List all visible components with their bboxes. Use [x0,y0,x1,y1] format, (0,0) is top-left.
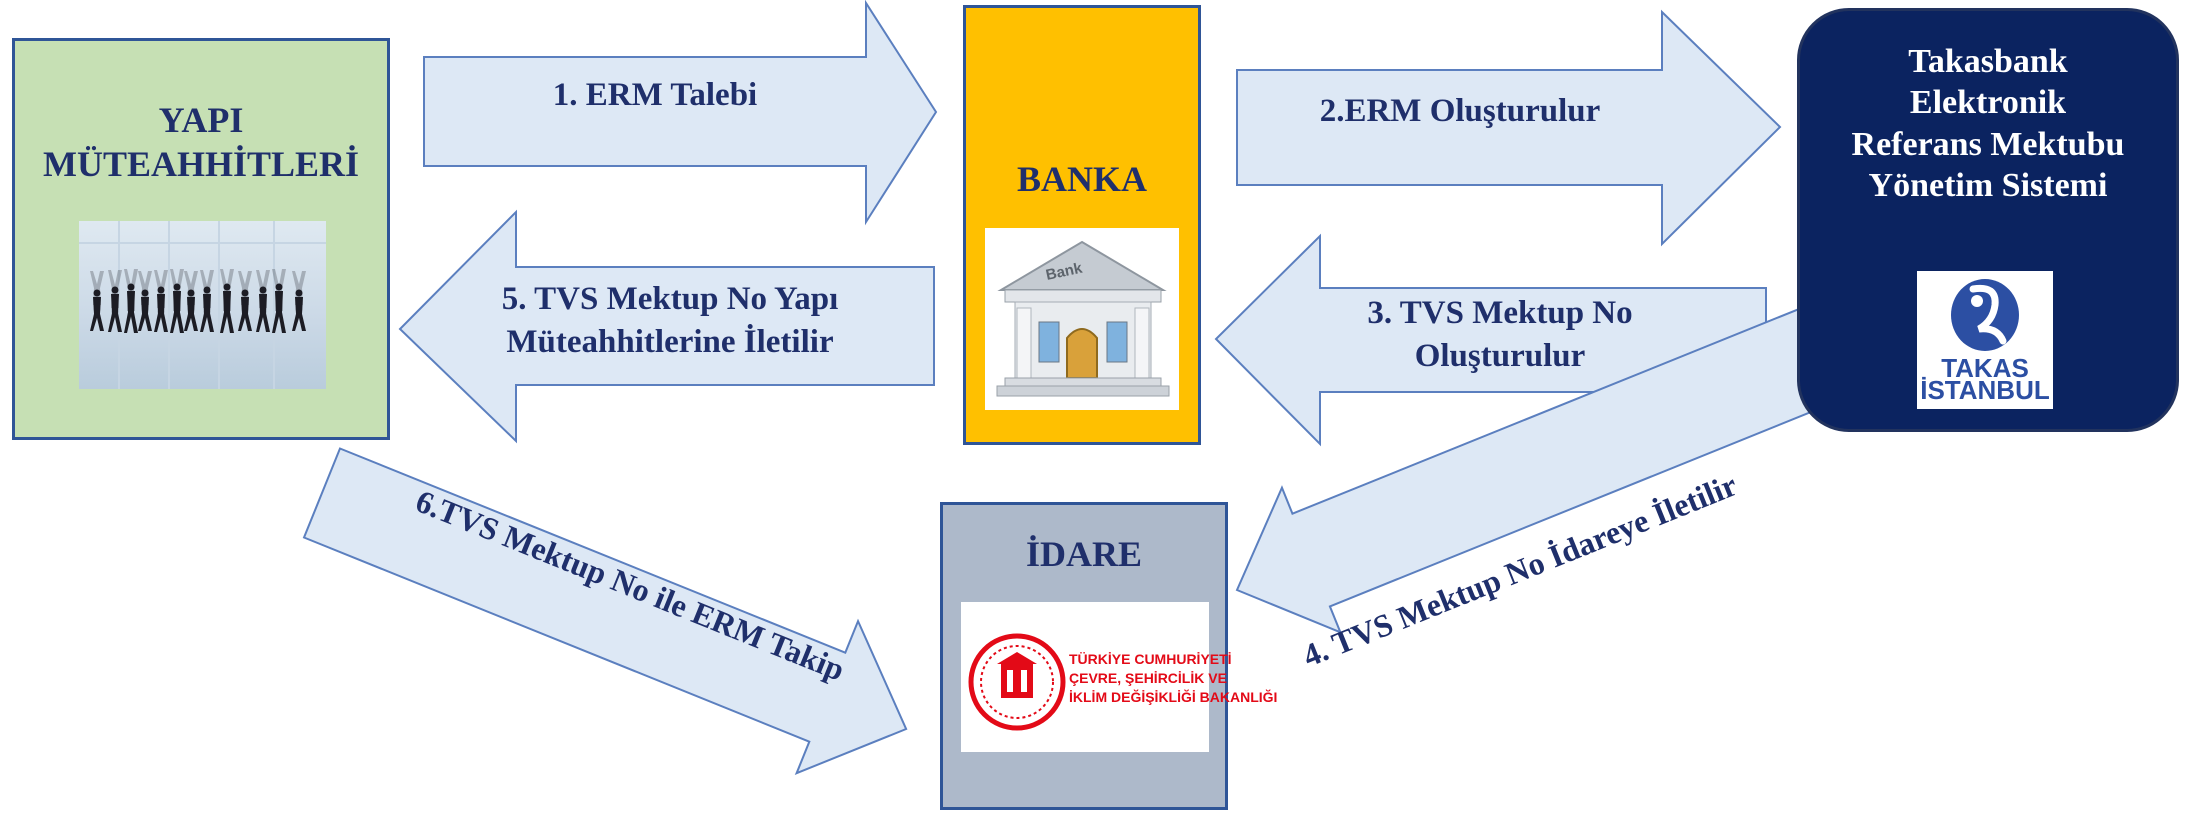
walker-body [138,271,152,305]
walker-body [272,291,286,333]
walker-body [108,294,122,332]
walker-body [154,294,168,332]
walker-head [141,289,149,297]
walker-body [292,297,306,331]
walker-body [256,294,270,332]
walker-head [93,289,101,297]
walker-head [223,311,231,319]
walker-head [187,289,195,297]
walker-body [200,294,214,332]
walker-body [90,297,104,331]
walker-head [295,289,303,297]
idare-title: İDARE [1025,534,1142,574]
walker-body [184,297,198,331]
arrow-2-label: 2.ERM Oluşturulur [1319,93,1601,129]
walker-body [238,271,252,305]
walker-body [200,270,214,308]
walker-body [124,269,138,311]
walker-body [170,269,184,311]
arrow-6-shape [302,447,908,775]
walker-head [157,286,165,294]
walker-head [173,283,181,291]
walker-body [154,270,168,308]
walker-head [187,305,195,313]
walker-body [220,269,234,311]
walker-body [170,291,184,333]
walker-body [108,270,122,308]
walker-head [127,311,135,319]
walker-body [220,291,234,333]
arrow-1-shape [423,0,938,226]
walker-head [141,305,149,313]
walker-head [241,289,249,297]
walker-head [111,286,119,294]
banka-title: BANKA [1016,159,1147,199]
walker-head [111,308,119,316]
walker-head [275,311,283,319]
walker-head [275,283,283,291]
business-people-photo [79,221,326,389]
walker-body [238,297,252,331]
walker-head [157,308,165,316]
walker-head [127,283,135,291]
walker-head [173,311,181,319]
banka-box: BANKA Bank [963,5,1201,445]
walker-head [241,305,249,313]
walker-body [256,270,270,308]
walker-head [259,308,267,316]
walker-body [292,271,306,305]
walker-head [203,286,211,294]
bank-building-icon: Bank [985,228,1179,410]
walker-body [90,271,104,305]
walker-head [93,305,101,313]
walker-body [272,269,286,311]
arrow-2-shape [1236,9,1782,247]
walker-body [138,297,152,331]
arrow-1-label: 1. ERM Talebi [552,77,758,113]
walker-head [295,305,303,313]
walker-body [184,271,198,305]
arrow-5-shape [398,209,935,444]
walker-head [259,286,267,294]
walker-head [203,308,211,316]
walker-head [223,283,231,291]
walker-body [124,291,138,333]
